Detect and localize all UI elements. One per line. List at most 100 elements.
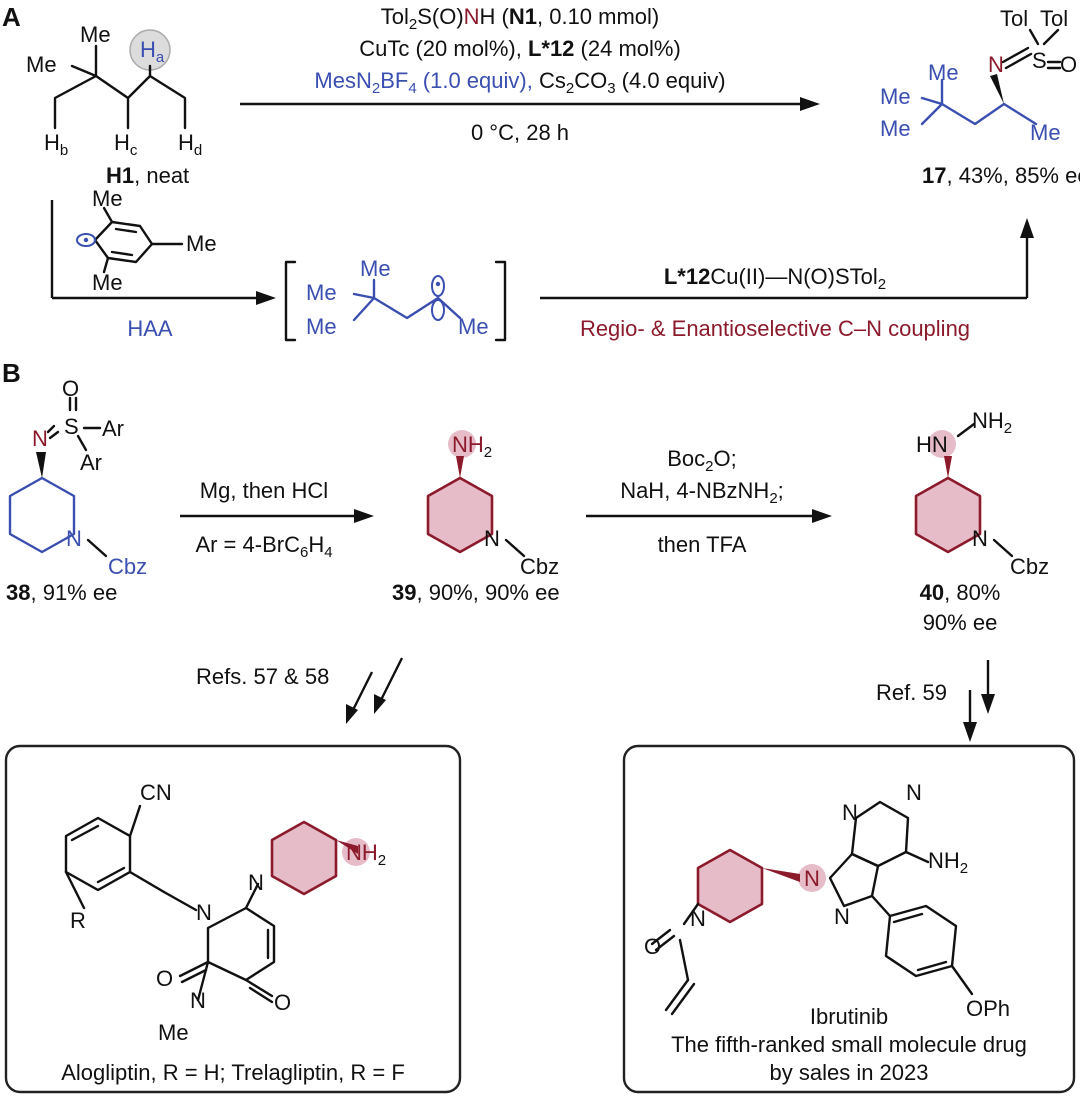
c40-cbz: Cbz [1010,554,1049,579]
aryl-radical-dot [83,237,89,243]
c38-ns-bond-2 [48,430,60,440]
p17-me-left-2: Me [880,116,911,141]
c38-ns-bond-1 [46,424,56,434]
alo-o-2: O [274,990,291,1015]
radical-me-bond-1 [352,292,376,300]
conditions-line-3: MesN2BF4 (1.0 equiv), Cs2CO3 (4.0 equiv) [314,68,725,97]
compound-38: O S N Ar Ar N Cbz 38, 91% ee [6,376,147,605]
alkyl-radical-orbital-bottom [431,299,445,321]
ibr-pip-fill [698,850,762,922]
ibr-phenyl-double-2 [916,960,948,972]
alogliptin-caption: Alogliptin, R = H; Trelagliptin, R = F [61,1060,405,1085]
ibr-oph: OPh [966,996,1010,1021]
p17-me-left-1: Me [880,84,911,109]
ibr-wedge-bond [762,868,800,882]
alo-benzene-double-1 [70,824,100,842]
p17-me-bond-1 [920,96,944,106]
alo-nme-bond [196,960,210,1002]
step2-line-1: Boc2O; [667,446,737,475]
substrate-h1: Me Me Ha Hb Hc Hd H1, neat [26,22,202,188]
ibr-co-bond-2 [654,934,676,952]
ibrutinib-caption-1: The fifth-ranked small molecule drug [671,1032,1027,1057]
radical-me-left-1: Me [306,280,337,305]
c39-cbz: Cbz [520,554,559,579]
alo-n-pip: N [248,870,264,895]
alo-co-bond-1b [180,968,208,984]
c38-n-ring: N [66,526,82,551]
ibr-aryl-bond [870,894,892,918]
coupling-reagent: L*12Cu(II)—N(O)STol2 [664,264,886,293]
ibr-nh2: NH2 [928,848,968,877]
coupling-caption: Regio- & Enantioselective C–N coupling [580,316,970,341]
ibr-vinyl-bond-1 [678,938,690,982]
alo-co-bond-2b [248,986,274,1004]
c38-ar-2: Ar [80,450,102,475]
ibrutinib-caption-2: by sales in 2023 [770,1060,929,1085]
c40-ee: 90% ee [923,610,998,635]
alo-n-3: N [190,988,206,1013]
c39-piperidine-ring [426,476,494,554]
conditions-line-1: Tol2S(O)NH (N1, 0.10 mmol) [381,4,660,33]
ibr-n-highlight [798,864,826,892]
c38-label: 38, 91% ee [6,580,117,605]
aryl-radical-orbital [76,233,96,247]
c38-cbz: Cbz [108,554,147,579]
alo-co-bond-1 [178,960,210,978]
h1-label: H1, neat [106,163,189,188]
c39-n-ring: N [484,526,500,551]
ibr-n-pyrimidine-1: N [842,800,858,825]
h1-hb: Hb [44,130,68,159]
p17-chain-bonds [940,102,1038,126]
alkyl-radical-dot [435,281,441,287]
radical-me-left-2: Me [306,314,337,339]
p17-ns-bond-1 [1001,46,1030,64]
alkyl-radical-intermediate: Me Me Me Me [284,256,507,342]
h1-hd: Hd [178,130,202,159]
ibr-oph-bond [950,964,974,996]
c38-piperidine-ring [8,476,76,554]
c38-n: N [32,426,48,451]
step2-line-3: then TFA [658,532,747,557]
mesityl-me-bond-1 [102,206,114,224]
p17-me-right: Me [1030,120,1061,145]
c39-nh2: NH2 [452,432,492,461]
ibr-n-pyrazole-2: N [834,904,850,929]
ibr-nh2-bond [904,850,930,864]
c39-nh2-highlight [448,430,476,458]
c40-wedge-bond [944,456,952,478]
mesityl-ring [93,220,154,264]
p17-wedge-bond [990,74,1004,104]
refs-right-label: Ref. 59 [876,680,947,705]
refs-left-arrow-1 [350,671,374,713]
alogliptin-box: CN NH2 N N N O O R Me Alogliptin, R = H;… [4,744,462,1094]
alo-cn-bond [128,804,142,838]
c39-wedge-bond [456,456,464,478]
alo-ch2-bond-2 [162,890,198,912]
p17-n: N [988,52,1004,77]
ibr-co-bond-1 [650,928,672,946]
alo-benzene-double-2 [96,866,126,884]
p17-label: 17, 43%, 85% ee [922,163,1080,188]
h1-me-top: Me [80,22,111,47]
c40-hn-highlight [928,430,956,458]
ibrutinib-name: Ibrutinib [810,1004,888,1029]
ibr-n-pip: N [690,906,706,931]
ibr-vinyl-bond-3 [670,982,696,1016]
alo-ch2-bond-1 [128,870,166,894]
c38-wedge-bond [36,452,46,478]
alo-piperidine-ring [270,820,338,896]
alo-cn: CN [140,780,172,805]
refs-left-arrowhead-1 [346,704,358,724]
c39-ncbz-bond [504,538,526,558]
reaction-conditions: Tol2S(O)NH (N1, 0.10 mmol) CuTc (20 mol%… [240,4,820,145]
ibr-n-pyrimidine-2: N [906,780,922,805]
p17-tol-2: Tol [1040,6,1068,31]
mesityl-ring-double-1 [114,227,138,234]
h1-hc: Hc [114,130,138,159]
haa-arrowhead [256,291,276,305]
alogliptin-frame [4,744,462,1094]
ibr-pyrimidine-ring [850,800,910,868]
refs-left-arrow-2 [378,657,404,703]
alkyl-radical-orbital-top [431,275,445,297]
refs-right-arrowhead-2 [981,694,995,714]
